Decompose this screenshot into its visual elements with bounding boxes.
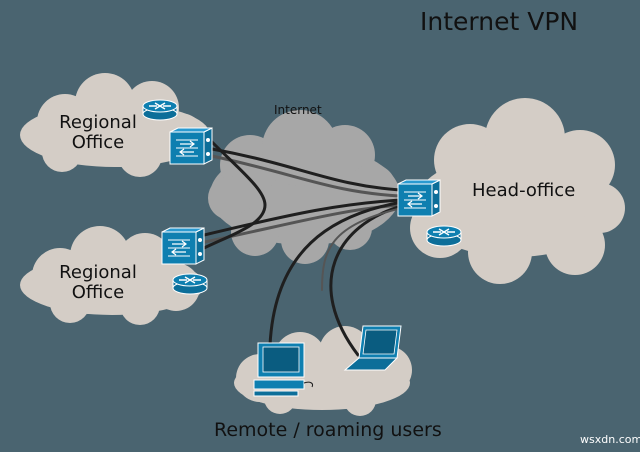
head-office-label: Head-office bbox=[472, 180, 576, 201]
regional-office-1-line-1: Regional bbox=[59, 112, 137, 133]
router-icon bbox=[172, 273, 208, 295]
internet-label: Internet bbox=[274, 103, 322, 117]
desktop-computer-icon bbox=[253, 342, 313, 397]
regional-office-1-label: Regional Office bbox=[48, 113, 148, 153]
cloud-regional-office-2 bbox=[20, 226, 204, 325]
regional-office-2-line-2: Office bbox=[71, 281, 125, 303]
firewall-icon bbox=[161, 227, 205, 265]
laptop-icon bbox=[343, 325, 402, 371]
vpn-tunnels bbox=[198, 140, 404, 357]
router-icon bbox=[426, 225, 462, 247]
firewall-icon bbox=[397, 179, 441, 217]
cloud-head-office bbox=[410, 98, 625, 284]
remote-users-label: Remote / roaming users bbox=[214, 419, 442, 441]
diagram-title: Internet VPN bbox=[420, 7, 579, 36]
regional-office-2-line-1: Regional bbox=[59, 262, 137, 283]
router-icon bbox=[142, 99, 178, 121]
regional-office-1-line-2: Office bbox=[71, 131, 125, 153]
firewall-icon bbox=[169, 127, 213, 165]
regional-office-2-label: Regional Office bbox=[48, 263, 148, 303]
watermark: wsxdn.com bbox=[580, 433, 640, 446]
